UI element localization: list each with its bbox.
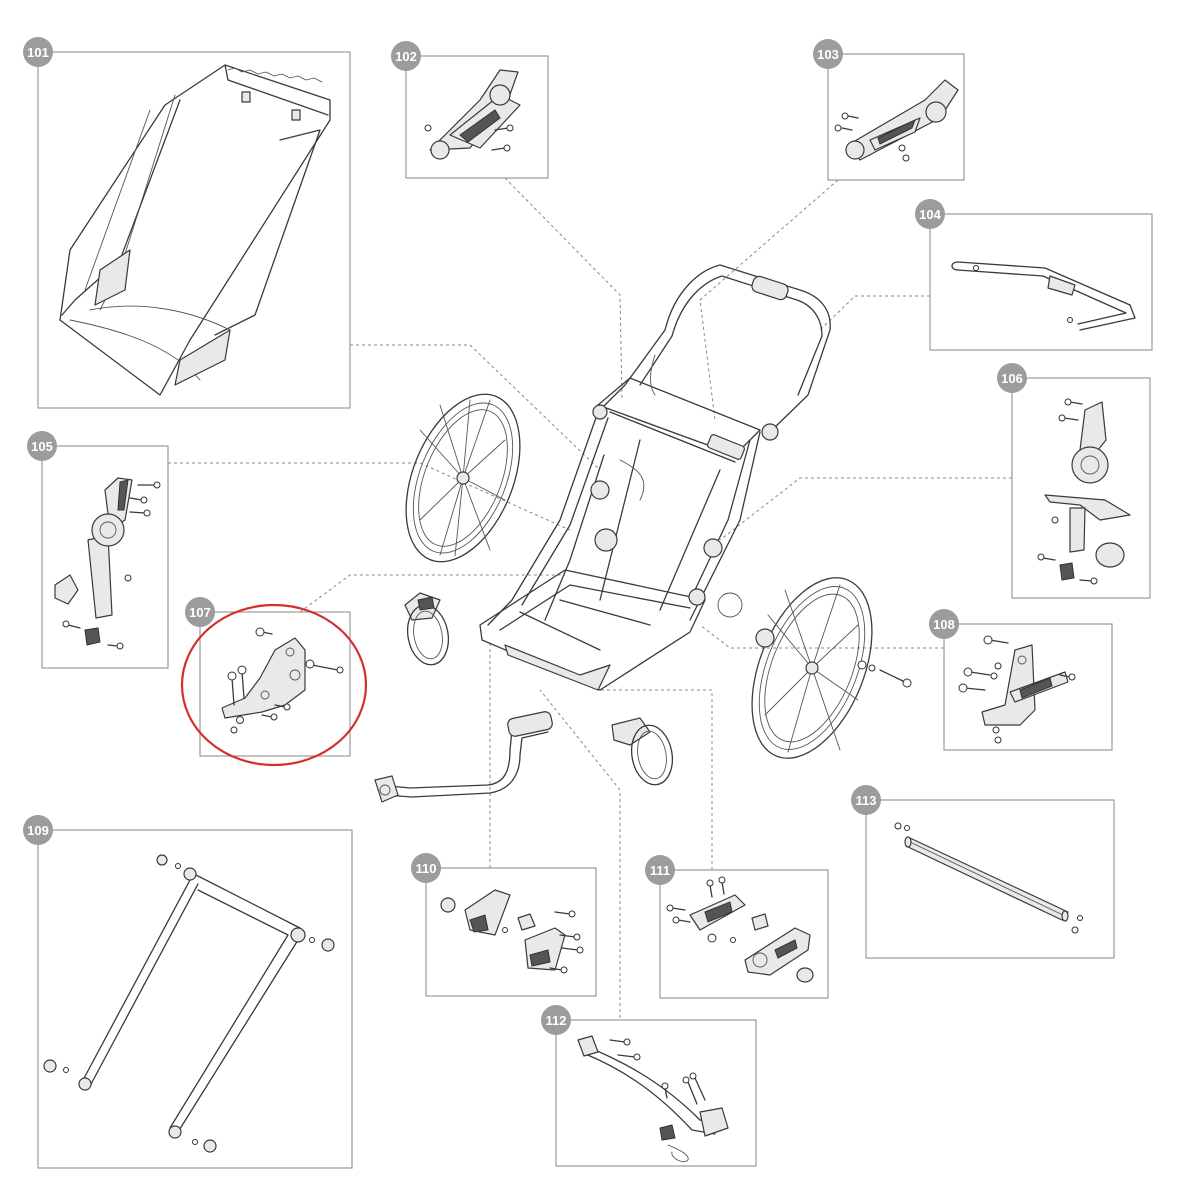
side-frame-tubes-icon — [43, 854, 335, 1153]
leader-103 — [699, 179, 839, 421]
callout-label-107: 107 — [189, 605, 211, 620]
wheel-mount-kit-icon — [440, 889, 584, 974]
part-box-105[interactable]: 105 — [27, 431, 169, 669]
leader-111 — [600, 689, 713, 870]
leader-lines — [168, 177, 1012, 1018]
hitch-mount-kit-icon — [666, 876, 814, 983]
part-box-112[interactable]: 112 — [541, 1005, 757, 1167]
leader-108 — [699, 624, 944, 649]
leader-104 — [819, 295, 930, 331]
tow-arm-icon — [577, 1035, 729, 1163]
part-box-103[interactable]: 103 — [813, 39, 965, 181]
axle-tube-icon — [894, 822, 1083, 934]
highlight-ring-107 — [180, 603, 368, 767]
callout-label-102: 102 — [395, 49, 417, 64]
callout-label-101: 101 — [27, 45, 49, 60]
callout-label-113: 113 — [856, 793, 877, 808]
part-box-109[interactable]: 109 — [23, 815, 353, 1169]
callout-label-110: 110 — [416, 861, 437, 876]
leader-105 — [168, 462, 571, 531]
callout-label-105: 105 — [31, 439, 53, 454]
part-box-113[interactable]: 113 — [851, 785, 1115, 959]
part-box-110[interactable]: 110 — [411, 853, 597, 997]
callout-label-112: 112 — [546, 1013, 567, 1028]
part-box-111[interactable]: 111 — [645, 855, 829, 999]
leader-107 — [299, 574, 565, 613]
leader-101 — [350, 344, 601, 471]
rear-wheel-right-icon — [717, 577, 912, 759]
leader-106 — [719, 477, 1012, 541]
left-frame-joint-icon — [54, 477, 161, 650]
main-frame-assembly-icon — [479, 264, 831, 691]
right-handlebar-hinge-icon — [424, 69, 521, 160]
right-bracket-kit-icon — [958, 635, 1076, 744]
tow-arm-assembly-icon — [374, 711, 553, 803]
left-handlebar-hinge-icon — [834, 79, 959, 162]
callout-label-104: 104 — [919, 207, 941, 222]
callout-label-106: 106 — [1001, 371, 1023, 386]
part-box-101[interactable]: 101 — [23, 37, 351, 409]
leader-112 — [539, 689, 621, 1018]
front-wheel-left-icon — [404, 592, 450, 666]
part-box-106[interactable]: 106 — [997, 363, 1151, 599]
right-frame-joint-icon — [1037, 398, 1131, 585]
callout-label-109: 109 — [27, 823, 49, 838]
front-wheel-right-icon — [611, 717, 674, 786]
part-box-108[interactable]: 108 — [929, 609, 1113, 751]
part-box-104[interactable]: 104 — [915, 199, 1153, 351]
callout-label-103: 103 — [817, 47, 839, 62]
leader-102 — [504, 177, 623, 401]
rear-wheel-left-icon — [405, 393, 521, 563]
handlebar-crossbar-icon — [951, 261, 1136, 331]
callout-label-111: 111 — [650, 863, 670, 878]
part-box-107[interactable]: 107 — [185, 597, 351, 757]
seat-hammock-icon — [59, 64, 331, 396]
callout-label-108: 108 — [933, 617, 955, 632]
left-bracket-kit-icon — [221, 627, 344, 734]
part-box-102[interactable]: 102 — [391, 41, 549, 179]
